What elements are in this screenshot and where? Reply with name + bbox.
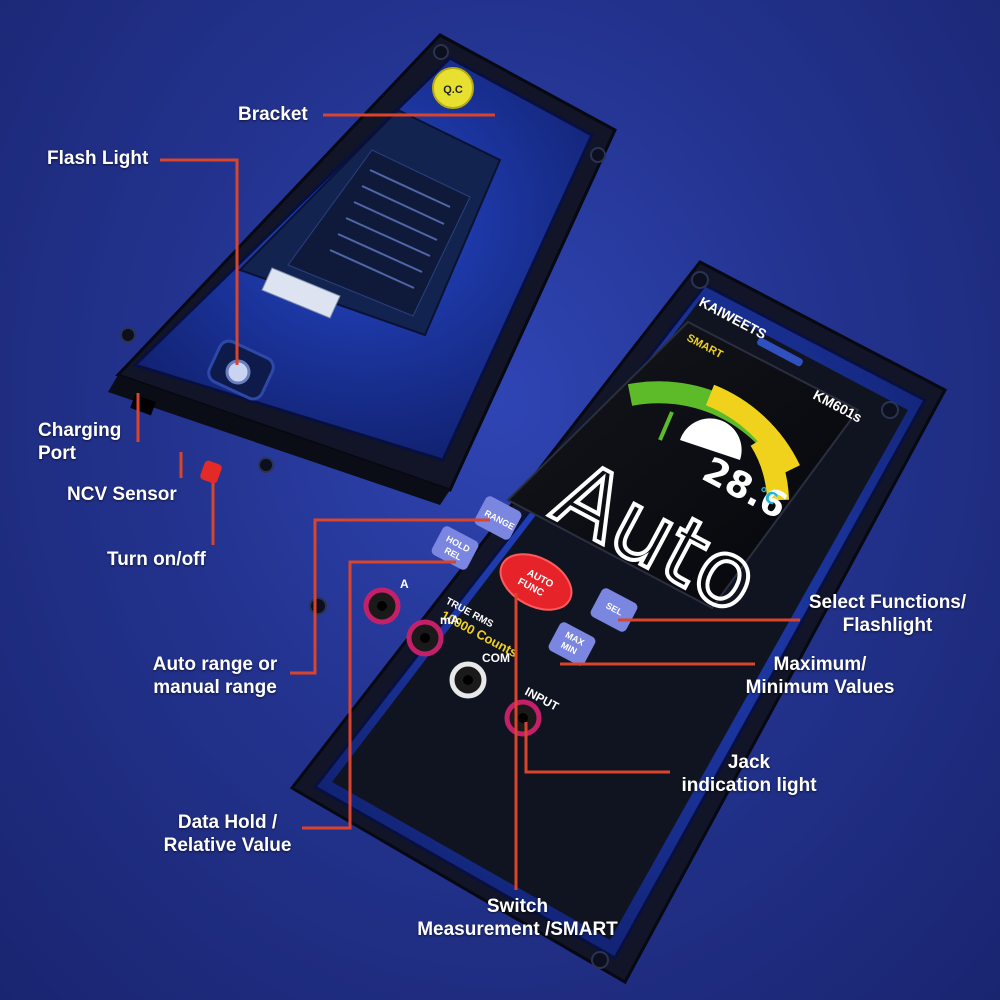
callout-turn-on-off: Turn on/off: [107, 548, 206, 571]
callout-ncv-sensor: NCV Sensor: [67, 483, 177, 506]
callout-max-min: Maximum/ Minimum Values: [730, 653, 910, 699]
multimeter-back-unit: Q.C: [108, 33, 617, 505]
callout-turn-on-off-text: Turn on/off: [107, 549, 206, 570]
hold-rel-button[interactable]: HOLD REL: [430, 524, 480, 571]
jack-input[interactable]: [504, 699, 542, 737]
qc-sticker-text: Q.C: [443, 84, 463, 96]
callout-jack-light: Jack indication light: [665, 751, 833, 797]
callout-max-min-line2: Minimum Values: [745, 677, 895, 698]
jack-com-label: COM: [482, 651, 510, 665]
callout-select-functions-line2: Flashlight: [842, 615, 933, 636]
callout-jack-light-line1: Jack: [727, 752, 771, 773]
callout-charging-port-line2: Port: [38, 443, 76, 464]
jack-a-label: A: [400, 577, 409, 591]
callout-data-hold-line2: Relative Value: [163, 835, 292, 856]
jack-a[interactable]: [363, 587, 401, 625]
jack-com[interactable]: [449, 661, 487, 699]
callout-auto-range-line1: Auto range or: [152, 654, 278, 675]
jack-ma[interactable]: [406, 619, 444, 657]
lcd-screen: [506, 320, 860, 610]
qc-sticker: [432, 67, 474, 109]
callout-flash-light: Flash Light: [47, 147, 148, 170]
callout-switch-line1: Switch: [486, 896, 549, 917]
warning-label-lines: [329, 169, 451, 289]
callout-switch: Switch Measurement /SMART: [400, 895, 635, 941]
callout-bracket: Bracket: [238, 103, 308, 126]
auto-func-button[interactable]: AUTO FUNC: [491, 543, 581, 621]
max-min-button[interactable]: MAX MIN: [547, 620, 597, 667]
callout-auto-range: Auto range or manual range: [140, 653, 290, 699]
callout-data-hold: Data Hold / Relative Value: [150, 811, 305, 857]
jack-ma-label: mA: [440, 613, 460, 627]
callout-charging-port: Charging Port: [38, 419, 121, 465]
callout-bracket-text: Bracket: [238, 104, 308, 125]
power-button[interactable]: [199, 460, 223, 485]
leader-lines: [136, 113, 800, 890]
callout-charging-port-line1: Charging: [38, 420, 122, 441]
callout-data-hold-line1: Data Hold /: [177, 812, 278, 833]
callout-flash-light-text: Flash Light: [47, 148, 149, 169]
callout-jack-light-line2: indication light: [681, 775, 817, 796]
callout-select-functions: Select Functions/ Flashlight: [795, 591, 980, 637]
callout-max-min-line1: Maximum/: [773, 654, 867, 675]
callout-ncv-sensor-text: NCV Sensor: [67, 484, 177, 505]
callout-switch-line2: Measurement /SMART: [417, 919, 618, 940]
callout-select-functions-line1: Select Functions/: [808, 592, 967, 613]
callout-auto-range-line2: manual range: [153, 677, 277, 698]
